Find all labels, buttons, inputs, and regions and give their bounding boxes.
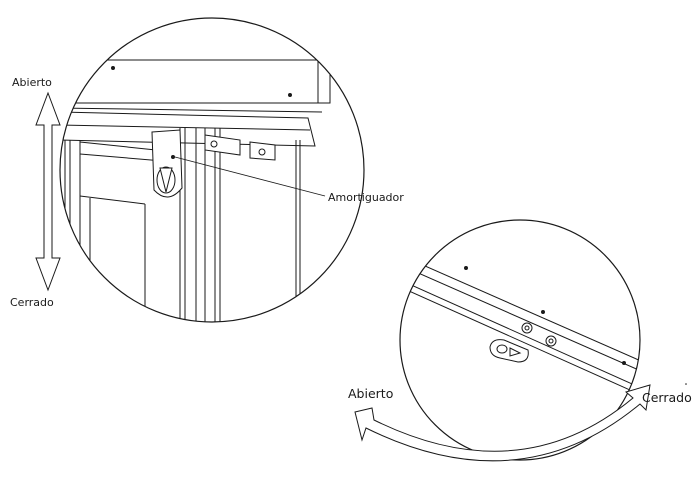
stray-dot [685, 383, 687, 385]
curved-double-arrow [354, 384, 651, 462]
rail [60, 111, 316, 147]
label-damper: Amortiguador [328, 191, 404, 204]
label-bottom-closed: Cerrado [642, 390, 692, 405]
detail-circle-top [59, 17, 365, 323]
bolt-left [521, 322, 533, 334]
vertical-double-arrow [35, 91, 61, 292]
label-top-closed: Cerrado [10, 296, 54, 309]
damper-tab [489, 339, 529, 363]
label-top-open: Abierto [12, 76, 52, 89]
bolt-right [545, 335, 557, 347]
damper-leader-line [174, 156, 326, 197]
label-bottom-open: Abierto [348, 386, 394, 401]
detail-circle-bottom [399, 219, 641, 461]
